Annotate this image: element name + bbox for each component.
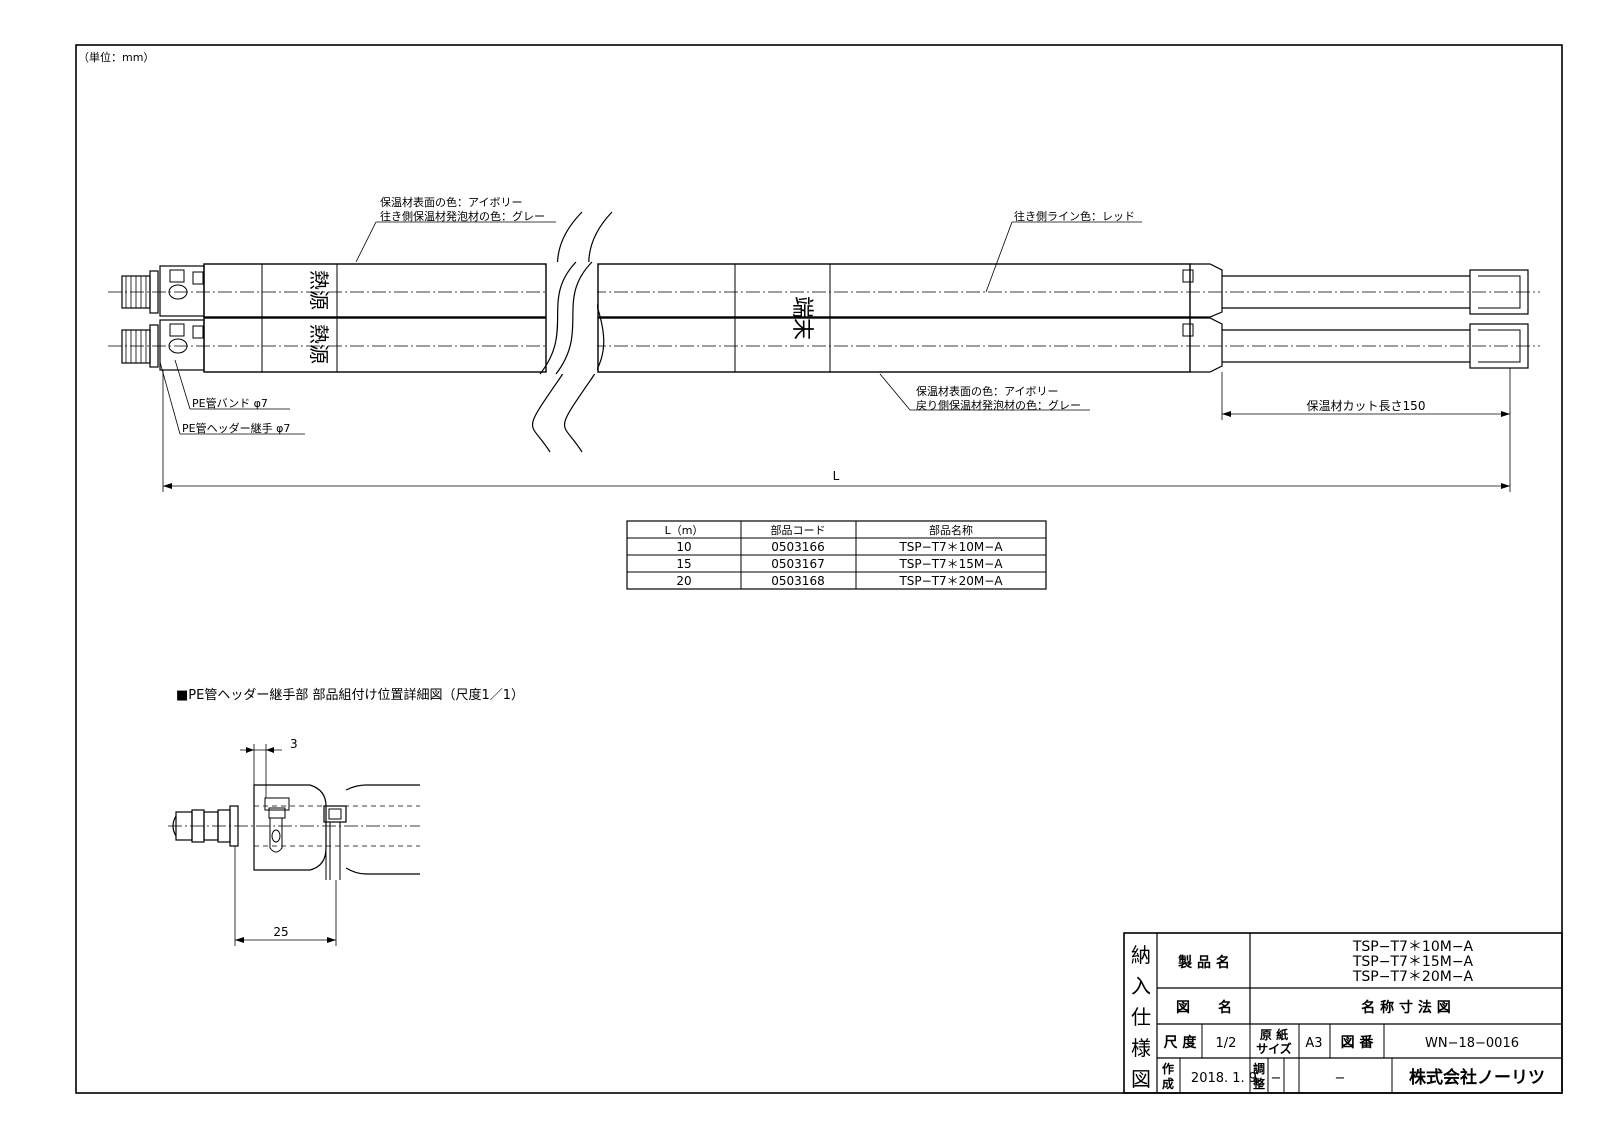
created-label: 作 — [1162, 1061, 1174, 1076]
label-insulation-return: 保温材表面の色：アイボリー — [916, 384, 1058, 398]
terminal-label: 端末 — [789, 296, 814, 340]
scale-label: 尺 度 — [1164, 1034, 1198, 1051]
detail-view: 3 25 — [168, 737, 420, 946]
dim-length-L: L — [833, 469, 840, 483]
approval-value: − — [1335, 1071, 1346, 1086]
vertical-label-char: 納 — [1131, 943, 1151, 967]
drawing-no-label: 図 番 — [1341, 1034, 1375, 1051]
label-insulation-supply: 保温材表面の色：アイボリー — [380, 195, 522, 209]
svg-text:熱源: 熱源 — [307, 324, 331, 364]
table-header-code: 部品コード — [771, 523, 826, 537]
svg-text:端末: 端末 — [789, 296, 814, 340]
heat-source-label-return: 熱源 — [307, 324, 331, 364]
header-joint-return — [121, 319, 205, 371]
table-cell: 15 — [676, 557, 691, 571]
heat-source-label-supply: 熱源 — [307, 270, 331, 310]
dim-3: 3 — [290, 737, 298, 751]
parts-table: L（m） 部品コード 部品名称 10 0503166 TSP−T7＊10M−A … — [626, 520, 1047, 590]
insulation-left-return — [203, 317, 547, 373]
table-cell: 0503167 — [771, 557, 824, 571]
table-cell: TSP−T7＊10M−A — [898, 540, 1003, 554]
company-name: 株式会社ノーリツ — [1409, 1067, 1545, 1088]
drawing-name: 名 称 寸 法 図 — [1361, 999, 1451, 1016]
table-cell: TSP−T7＊20M−A — [898, 574, 1003, 588]
label-pe-header-joint: PE管ヘッダー継手 φ7 — [182, 421, 290, 435]
title-block: 納 入 仕 様 図 製 品 名 TSP−T7＊10M−A TSP−T7＊15M−… — [1123, 932, 1563, 1094]
insulation-left-supply — [203, 263, 547, 318]
scale-value: 1/2 — [1216, 1036, 1237, 1051]
adjusted-value: − — [1271, 1071, 1282, 1086]
table-cell: 20 — [676, 574, 691, 588]
paper-size-value: A3 — [1305, 1036, 1322, 1051]
table-cell: 0503168 — [771, 574, 824, 588]
created-label: 成 — [1162, 1076, 1174, 1091]
dim-cut-length: 保温材カット長さ150 — [1307, 399, 1426, 413]
vertical-label-char: 入 — [1131, 974, 1151, 998]
vertical-label-char: 様 — [1131, 1036, 1151, 1060]
insulation-right-return — [597, 317, 1191, 373]
table-header-length: L（m） — [665, 524, 704, 537]
adjusted-label: 調 — [1253, 1061, 1265, 1076]
header-joint-supply — [121, 265, 205, 317]
table-header-name: 部品名称 — [929, 523, 973, 537]
right-end-supply — [1182, 263, 1529, 318]
pipe-assembly — [108, 211, 1540, 453]
label-foam-return: 戻り側保温材発泡材の色：グレー — [916, 398, 1081, 412]
insulation-right-supply — [597, 263, 1191, 318]
paper-size-label: 原 紙 — [1260, 1027, 1288, 1042]
adjusted-label: 整 — [1252, 1076, 1265, 1091]
drawing-name-label: 図 名 — [1176, 999, 1232, 1016]
drawing-frame — [75, 44, 1563, 1094]
label-pe-band: PE管バンド φ7 — [192, 396, 268, 410]
product-name-line: TSP−T7＊10M−A — [1352, 939, 1474, 955]
table-cell: TSP−T7＊15M−A — [898, 557, 1003, 571]
svg-text:熱源: 熱源 — [307, 270, 331, 310]
product-name-line: TSP−T7＊15M−A — [1352, 954, 1474, 970]
product-name-line: TSP−T7＊20M−A — [1352, 969, 1474, 985]
right-end-return — [1182, 317, 1529, 373]
break-line-2 — [563, 211, 613, 453]
table-cell: 10 — [676, 540, 691, 554]
unit-note: （単位：mm） — [78, 50, 154, 64]
created-date: 2018. 1. 9 — [1191, 1071, 1257, 1086]
paper-size-label: サイズ — [1256, 1041, 1292, 1056]
drawing-no: WN−18−0016 — [1425, 1036, 1519, 1051]
dim-25: 25 — [273, 925, 288, 939]
label-foam-supply: 往き側保温材発泡材の色：グレー — [380, 209, 545, 223]
label-line-color: 往き側ライン色：レッド — [1014, 209, 1135, 223]
product-name-label: 製 品 名 — [1177, 954, 1230, 971]
detail-title: ■PE管ヘッダー継手部 部品組付け位置詳細図（尺度1／1） — [176, 687, 524, 703]
vertical-label-char: 図 — [1131, 1067, 1151, 1091]
vertical-label-char: 仕 — [1131, 1005, 1151, 1029]
table-cell: 0503166 — [771, 540, 824, 554]
